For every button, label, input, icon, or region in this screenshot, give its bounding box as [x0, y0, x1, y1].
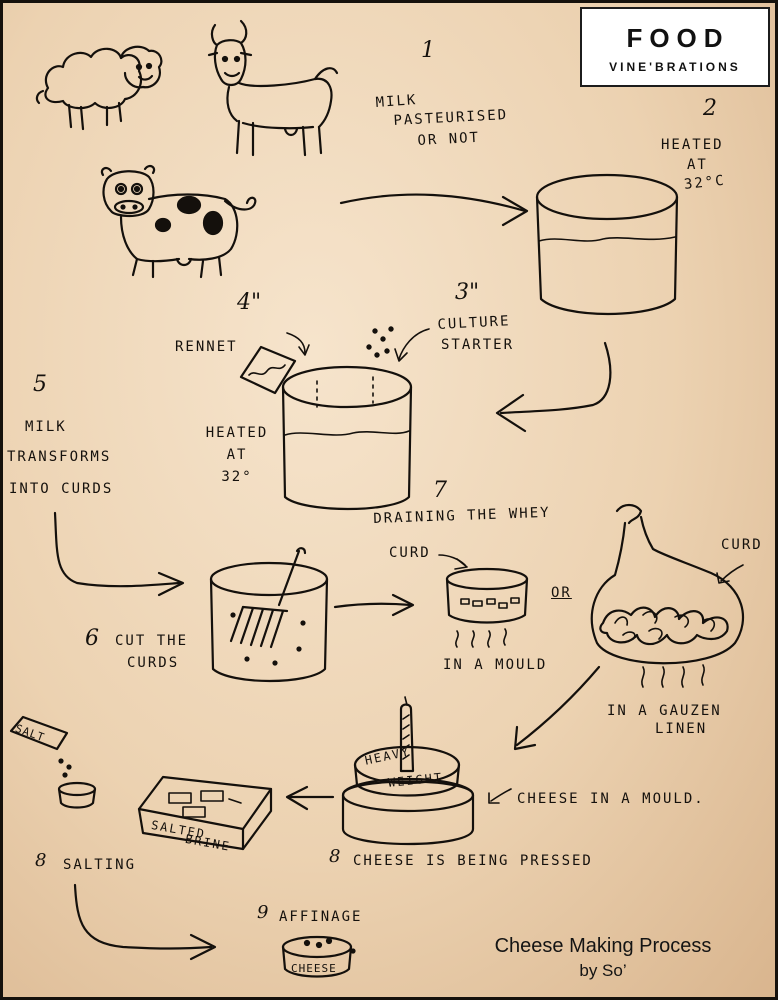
step-4-number: 4"	[237, 290, 262, 315]
step-1-line-3: OR NOT	[417, 129, 481, 149]
step-3-number: 3"	[455, 280, 480, 305]
or-label: OR	[551, 585, 572, 601]
cow-drawing	[100, 164, 257, 279]
cheese-press-drawing	[341, 696, 475, 846]
step-8-salt-number: 8	[35, 850, 47, 871]
curdling-pot-drawing	[281, 365, 413, 511]
heating-pot-drawing	[535, 173, 679, 316]
arrow-head	[391, 593, 415, 617]
rennet-bottle-drawing	[239, 332, 310, 395]
logo-subtitle: VINE'BRATIONS	[609, 60, 741, 74]
sheep-drawing	[35, 45, 163, 131]
culture-starter-drawing	[366, 326, 430, 362]
diagram-caption-author: by So’	[579, 961, 627, 980]
step-5-line-1: MILK	[25, 419, 67, 435]
cheese-process-sketch	[9, 19, 745, 978]
sketch-paper: 1 MILK PASTEURISED OR NOT 2 HEATED AT 32…	[3, 3, 775, 997]
arrow-head	[495, 393, 527, 433]
arrow-to-curdling	[499, 341, 612, 415]
cutting-pot-drawing	[209, 547, 329, 683]
step-3-line-1: CULTURE	[437, 313, 511, 333]
gauze-linen-line-2: LINEN	[655, 721, 708, 737]
step-5-line-3: INTO CURDS	[9, 481, 114, 497]
curd-label-right: CURD	[721, 537, 763, 553]
salt-shaker-drawing	[9, 715, 97, 809]
step-6-line-1: CUT THE	[115, 633, 189, 649]
arrow-to-draining	[333, 602, 413, 609]
arrow-head	[501, 195, 529, 227]
step-7-number: 7	[433, 478, 447, 503]
step-2-line-1: HEATED	[661, 137, 724, 153]
arrow-head	[189, 933, 217, 961]
cheese-wheel-label: CHEESE	[291, 962, 337, 975]
affinage-cheese-drawing	[281, 935, 356, 978]
goat-drawing	[207, 19, 339, 157]
draining-mould-drawing	[438, 554, 529, 648]
step-9-number: 9	[257, 902, 269, 923]
step-6-number: 6	[85, 626, 99, 651]
diagram-caption-title: Cheese Making Process	[494, 935, 712, 957]
arrow-head	[157, 571, 185, 597]
logo-title: FOOD	[626, 23, 730, 53]
arrow-to-cutting	[53, 511, 181, 588]
salting-label: SALTING	[63, 857, 137, 873]
affinage-label: AFFINAGE	[279, 909, 363, 925]
step-6-line-2: CURDS	[127, 655, 180, 671]
food-vinebrations-logo: FOOD VINE'BRATIONS	[580, 7, 770, 87]
step-1-number: 1	[421, 38, 435, 63]
pressing-label: CHEESE IS BEING PRESSED	[353, 853, 593, 869]
arrow-head	[513, 725, 537, 751]
cheese-in-mould-note: CHEESE IN A MOULD.	[517, 791, 705, 807]
step-4-heated-line-3: 32°	[221, 469, 253, 485]
mould-note-arrow	[490, 788, 512, 802]
step-3-line-2: STARTER	[441, 337, 515, 353]
brine-box-drawing	[137, 775, 273, 851]
in-a-mould-label: IN A MOULD	[443, 657, 548, 673]
rennet-label: RENNET	[175, 339, 238, 355]
gauze-linen-line-1: IN A GAUZEN	[607, 703, 722, 719]
step-4-heated-line-2: AT	[226, 447, 248, 463]
step-2-number: 2	[703, 96, 717, 121]
step-4-heated-line-1: HEATED	[205, 425, 269, 441]
step-5-number: 5	[33, 372, 47, 397]
step-5-line-2: TRANSFORMS	[7, 449, 112, 465]
step-8-press-number: 8	[329, 846, 341, 867]
step-2-line-2: AT	[687, 157, 708, 173]
curd-label-left: CURD	[389, 545, 431, 561]
arrow-head	[285, 785, 309, 811]
arrow-to-pressing	[515, 665, 601, 747]
gauze-linen-flask-drawing	[590, 503, 745, 688]
arrow-head	[488, 792, 500, 804]
arrow-to-heating	[339, 193, 527, 213]
arrow-to-affinage	[73, 883, 213, 950]
